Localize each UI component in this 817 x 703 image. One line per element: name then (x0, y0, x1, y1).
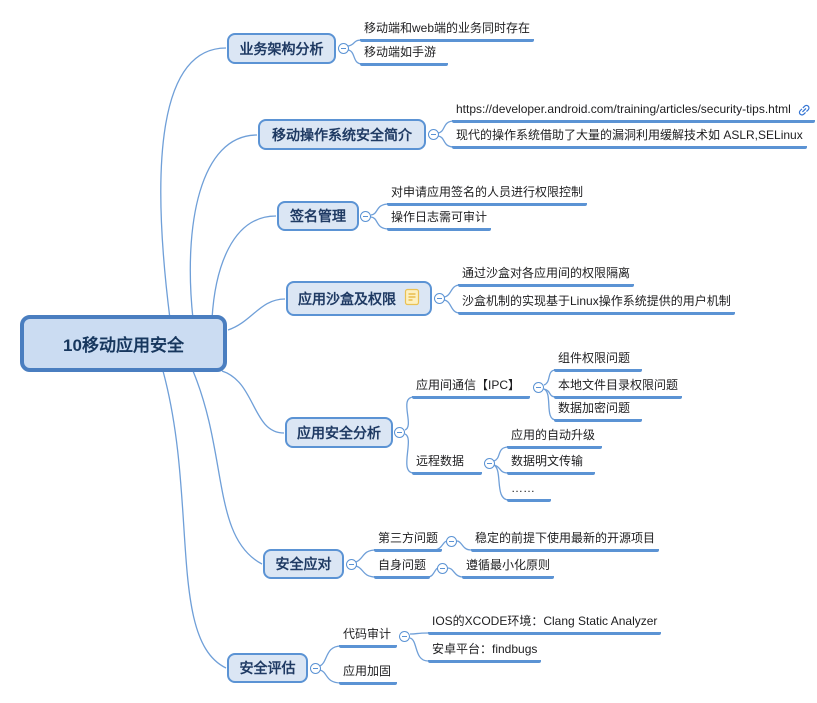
topic-label: 移动操作系统安全简介 (272, 126, 412, 143)
topic-label: 移动端和web端的业务同时存在 (364, 21, 531, 35)
topic-local-file-permission-issue[interactable]: 本地文件目录权限问题 (554, 377, 683, 399)
topic-label: 第三方问题 (378, 531, 439, 545)
topic-minimization-principle[interactable]: 遵循最小化原则 (462, 557, 555, 579)
topic-signer-permission-control[interactable]: 对申请应用签名的人员进行权限控制 (387, 184, 588, 206)
topic-label: 稳定的前提下使用最新的开源项目 (475, 531, 656, 545)
topic-label: 应用安全分析 (297, 424, 381, 441)
topic-label: 本地文件目录权限问题 (558, 378, 679, 392)
topic-mobile-and-web-coexist[interactable]: 移动端和web端的业务同时存在 (360, 20, 535, 42)
topic-label: 代码审计 (343, 627, 392, 641)
topic-sandbox-linux-user-mechanism[interactable]: 沙盒机制的实现基于Linux操作系统提供的用户机制 (458, 293, 735, 315)
topic-third-party-issues[interactable]: 第三方问题 (374, 530, 443, 552)
topic-label: 应用间通信【IPC】 (416, 378, 521, 392)
topic-label: 业务架构分析 (239, 40, 324, 57)
topic-self-issues[interactable]: 自身问题 (374, 557, 431, 579)
collapse-icon[interactable] (484, 458, 495, 469)
topic-auto-upgrade[interactable]: 应用的自动升级 (507, 427, 602, 449)
topic-label: 远程数据 (416, 454, 465, 468)
topic-label: 组件权限问题 (558, 351, 631, 365)
note-icon[interactable] (404, 288, 420, 309)
topic-label: 签名管理 (290, 208, 346, 224)
topic-android-security-tips-url[interactable]: https://developer.android.com/training/a… (452, 101, 815, 123)
topic-app-security-analysis[interactable]: 应用安全分析 (285, 417, 393, 448)
topic-business-architecture[interactable]: 业务架构分析 (227, 33, 336, 64)
topic-ipc-communication[interactable]: 应用间通信【IPC】 (412, 377, 530, 399)
topic-label: 现代的操作系统借助了大量的漏洞利用缓解技术如 ASLR,SELinux (456, 128, 803, 142)
topic-security-response[interactable]: 安全应对 (263, 549, 344, 579)
topic-label: 操作日志需可审计 (391, 210, 488, 224)
topic-label: 安卓平台：findbugs (432, 642, 538, 656)
topic-plaintext-transmission[interactable]: 数据明文传输 (507, 453, 595, 475)
topic-android-findbugs[interactable]: 安卓平台：findbugs (428, 641, 542, 663)
collapse-icon[interactable] (533, 382, 544, 393)
link-icon[interactable] (793, 100, 814, 121)
topic-label: 应用的自动升级 (511, 428, 596, 442)
root-topic[interactable]: 10移动应用安全 (20, 315, 227, 372)
collapse-icon[interactable] (394, 427, 405, 438)
topic-label: 自身问题 (378, 558, 427, 572)
topic-label: https://developer.android.com/training/a… (456, 102, 791, 116)
topic-label: 沙盒机制的实现基于Linux操作系统提供的用户机制 (462, 294, 731, 308)
topic-audit-operation-logs[interactable]: 操作日志需可审计 (387, 209, 492, 231)
collapse-icon[interactable] (434, 293, 445, 304)
topic-label: 通过沙盒对各应用间的权限隔离 (462, 266, 631, 280)
topic-label: 数据明文传输 (511, 454, 584, 468)
topic-label: 对申请应用签名的人员进行权限控制 (391, 185, 584, 199)
topic-mobile-os-security-intro[interactable]: 移动操作系统安全简介 (258, 119, 426, 150)
collapse-icon[interactable] (310, 663, 321, 674)
collapse-icon[interactable] (360, 211, 371, 222)
collapse-icon[interactable] (346, 559, 357, 570)
topic-app-hardening[interactable]: 应用加固 (339, 663, 397, 685)
topic-label: 遵循最小化原则 (466, 558, 551, 572)
topic-use-latest-stable-opensource[interactable]: 稳定的前提下使用最新的开源项目 (471, 530, 660, 552)
topic-app-sandbox-permissions[interactable]: 应用沙盒及权限 (286, 281, 432, 316)
topic-code-audit[interactable]: 代码审计 (339, 626, 397, 648)
topic-label: 移动端如手游 (364, 45, 437, 59)
topic-label: 数据加密问题 (558, 401, 631, 415)
topic-modern-os-mitigations[interactable]: 现代的操作系统借助了大量的漏洞利用缓解技术如 ASLR,SELinux (452, 127, 807, 149)
topic-ellipsis[interactable]: …… (507, 480, 551, 502)
topic-remote-data[interactable]: 远程数据 (412, 453, 482, 475)
topic-ios-clang-static-analyzer[interactable]: IOS的XCODE环境：Clang Static Analyzer (428, 613, 662, 635)
topic-component-permission-issue[interactable]: 组件权限问题 (554, 350, 642, 372)
topic-data-encryption-issue[interactable]: 数据加密问题 (554, 400, 642, 422)
collapse-icon[interactable] (338, 43, 349, 54)
topic-sandbox-permission-isolation[interactable]: 通过沙盒对各应用间的权限隔离 (458, 265, 635, 287)
topic-label: 应用沙盒及权限 (298, 290, 396, 307)
root-topic-label: 10移动应用安全 (63, 336, 184, 355)
collapse-icon[interactable] (399, 631, 410, 642)
collapse-icon[interactable] (428, 129, 439, 140)
topic-signature-management[interactable]: 签名管理 (277, 201, 359, 231)
topic-label: 应用加固 (343, 664, 392, 678)
collapse-icon[interactable] (446, 536, 457, 547)
topic-label: 安全评估 (239, 660, 296, 676)
topic-mobile-games[interactable]: 移动端如手游 (360, 44, 448, 66)
topic-label: …… (511, 481, 535, 495)
topic-label: IOS的XCODE环境：Clang Static Analyzer (432, 614, 658, 628)
topic-security-assessment[interactable]: 安全评估 (227, 653, 308, 683)
collapse-icon[interactable] (437, 563, 448, 574)
topic-label: 安全应对 (275, 556, 332, 572)
